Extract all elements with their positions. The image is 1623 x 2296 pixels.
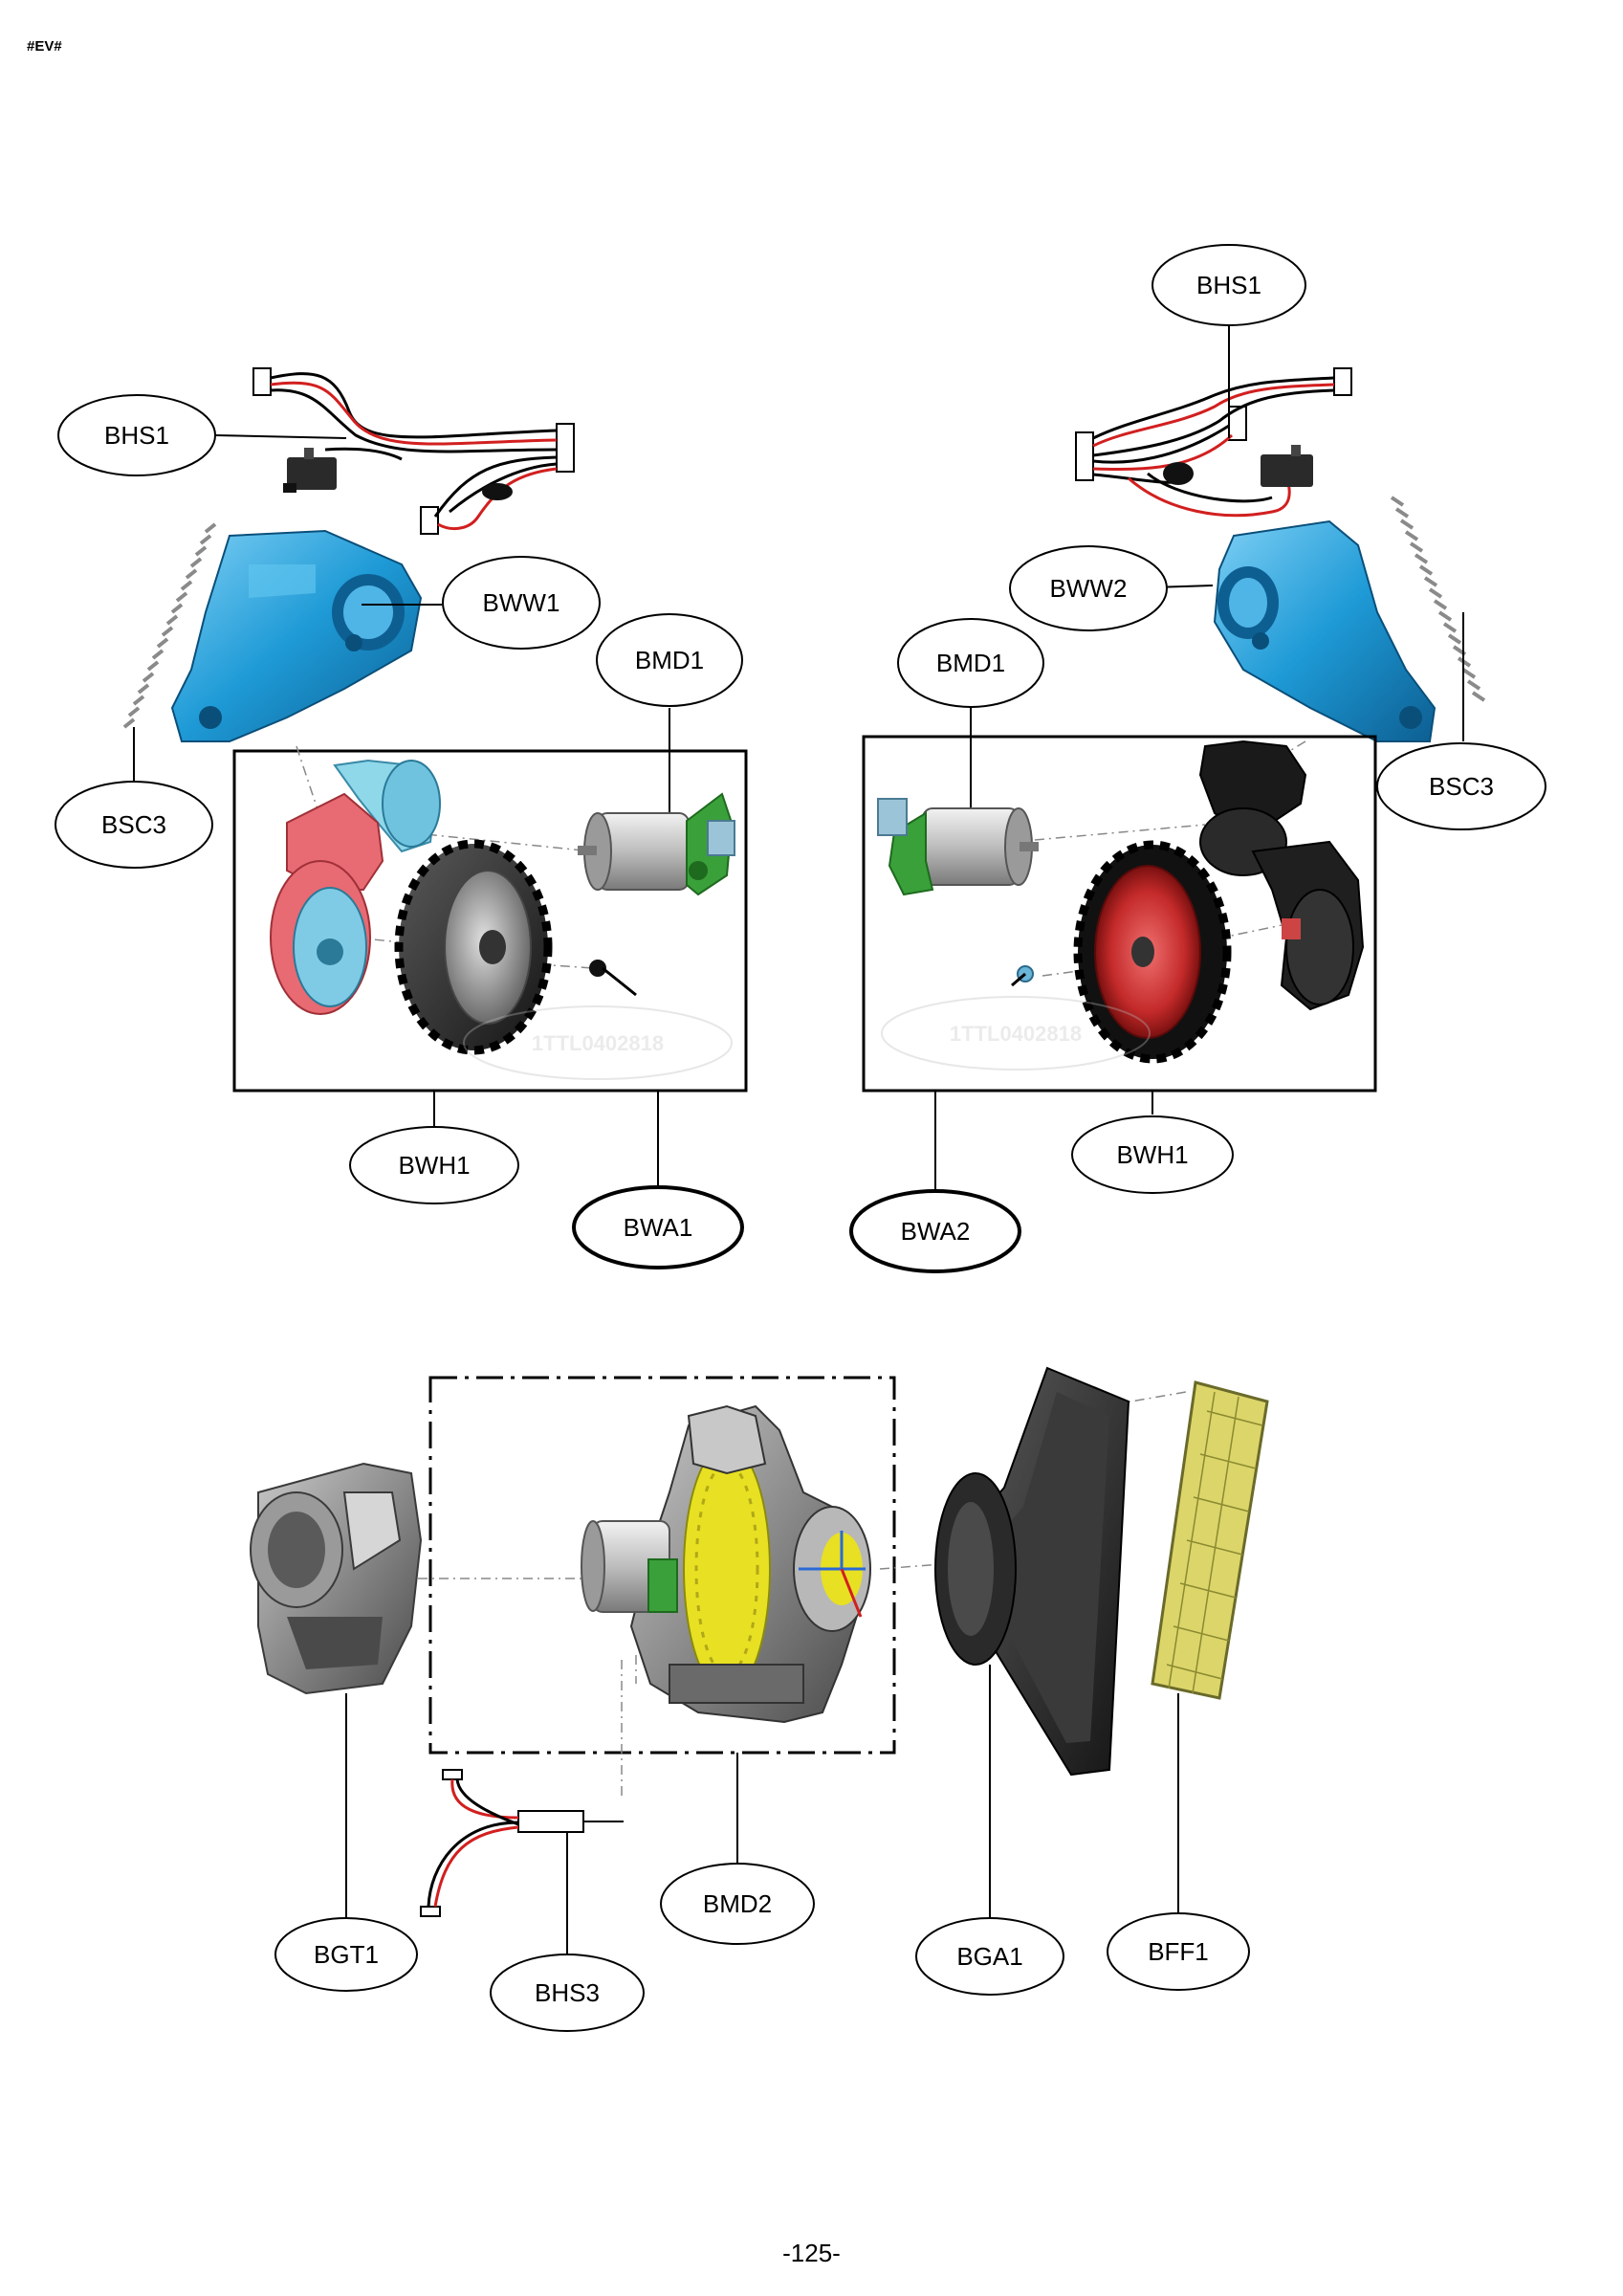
right-screw [1011, 965, 1034, 987]
left-drive-motor [578, 792, 735, 896]
label-left-bwh1: BWH1 [349, 1126, 519, 1204]
label-text: BSC3 [101, 810, 166, 839]
label-text: BMD1 [936, 649, 1005, 677]
label-text: BWW1 [483, 588, 560, 617]
label-left-bww1: BWW1 [442, 556, 601, 650]
label-text: BWH1 [1116, 1140, 1188, 1169]
left-subassembly-box [232, 749, 748, 1093]
label-text: BSC3 [1429, 772, 1494, 801]
left-screw [589, 960, 637, 997]
label-bottom-bhs3: BHS3 [490, 1954, 645, 2032]
label-left-bwa1: BWA1 [572, 1185, 744, 1269]
label-right-bhs1: BHS1 [1151, 244, 1306, 326]
label-bottom-bgt1: BGT1 [274, 1917, 418, 1992]
left-micro-switch [283, 448, 337, 493]
right-wire-harness [1075, 367, 1352, 518]
page-code: #EV# [27, 38, 62, 55]
left-wheel [394, 839, 553, 1055]
filter [1151, 1380, 1269, 1700]
right-connector-disk [1163, 462, 1194, 485]
label-text: BWH1 [398, 1151, 470, 1180]
label-text: BGT1 [314, 1940, 379, 1969]
left-leaders [133, 434, 670, 1186]
label-bottom-bga1: BGA1 [915, 1917, 1064, 1996]
left-wheel-housing [170, 529, 423, 742]
bottom-dashed-guides [397, 1391, 1187, 1799]
label-text: BWA1 [624, 1213, 693, 1242]
left-spring [122, 522, 217, 729]
label-left-bhs1: BHS1 [57, 394, 216, 476]
label-bottom-bmd2: BMD2 [660, 1863, 815, 1945]
right-drive-motor [877, 798, 1039, 896]
left-watermark-text: 1TTL0402818 [532, 1031, 664, 1055]
left-wheel-assembly: 1TTL0402818 BHS1 BWW1 BSC3 BMD1 BWH1 BWA… [55, 367, 748, 1269]
label-right-bmd1: BMD1 [897, 618, 1044, 708]
label-right-bsc3: BSC3 [1376, 742, 1546, 830]
gasket [934, 1366, 1130, 1777]
label-right-bwh1: BWH1 [1071, 1115, 1234, 1194]
label-left-bmd1: BMD1 [596, 613, 743, 707]
right-micro-switch [1261, 445, 1313, 487]
right-wheel-assembly: 1TTL0402818 BHS1 BWW2 BSC3 BMD1 BWH1 BWA… [849, 244, 1546, 1273]
right-wheel-fork [1198, 740, 1365, 1011]
fan-wire-harness [420, 1769, 624, 1917]
label-right-bwa2: BWA2 [849, 1189, 1021, 1273]
label-text: BHS1 [104, 421, 169, 450]
label-bottom-bff1: BFF1 [1107, 1912, 1250, 1991]
fan-motor-assembly: BGT1 BHS3 BMD2 BGA1 BFF1 [250, 1366, 1269, 2032]
label-text: BHS1 [1196, 271, 1261, 299]
label-text: BFF1 [1148, 1937, 1209, 1966]
label-text: BMD1 [635, 646, 704, 674]
fan-motor [581, 1404, 871, 1724]
right-watermark: 1TTL0402818 [881, 996, 1151, 1071]
label-left-bsc3: BSC3 [55, 781, 213, 869]
right-wheel-housing [1213, 519, 1437, 742]
left-watermark: 1TTL0402818 [463, 1005, 733, 1080]
left-connector-disk [482, 483, 513, 500]
left-wire-harness [252, 367, 575, 535]
label-text: BWW2 [1050, 574, 1128, 603]
page-number: -125- [782, 2239, 841, 2267]
right-watermark-text: 1TTL0402818 [950, 1022, 1082, 1046]
duct-guide [250, 1462, 423, 1695]
label-text: BGA1 [956, 1942, 1022, 1971]
left-wheel-fork [270, 759, 441, 1015]
label-text: BHS3 [535, 1978, 600, 2007]
bottom-leaders [345, 1665, 1179, 1954]
right-subassembly-box [862, 735, 1377, 1093]
fan-motor-box [428, 1376, 896, 1755]
right-wheel [1073, 840, 1232, 1064]
label-text: BWA2 [901, 1217, 971, 1246]
label-text: BMD2 [703, 1889, 772, 1918]
label-right-bww2: BWW2 [1009, 545, 1168, 631]
